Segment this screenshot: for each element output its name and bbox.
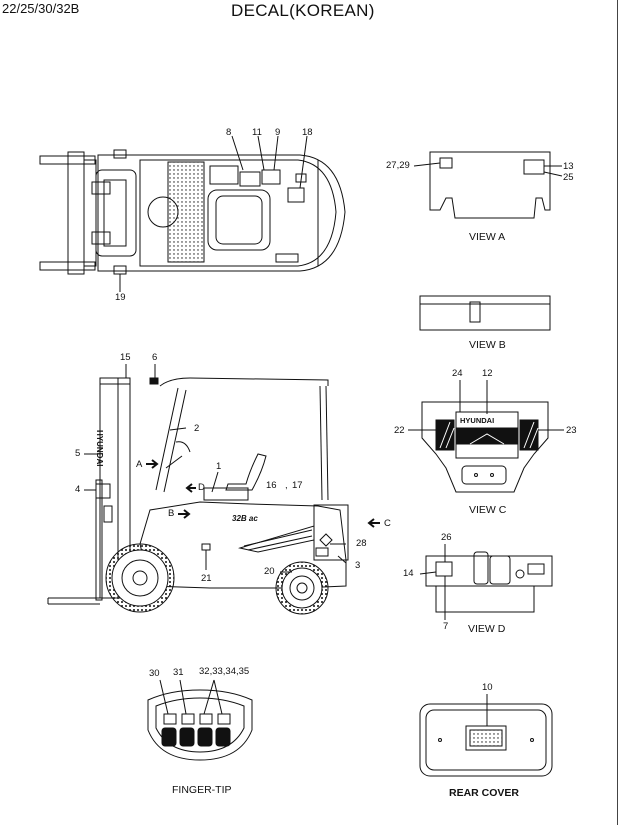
callout-6: 6 bbox=[152, 352, 158, 363]
callout-22: 22 bbox=[394, 425, 405, 436]
rear-cover-drawing bbox=[419, 694, 553, 777]
arrow-label-d: D bbox=[198, 482, 205, 493]
rear-cover-caption: REAR COVER bbox=[449, 787, 520, 799]
arrow-label-c: C bbox=[384, 518, 391, 529]
finger-tip-caption: FINGER-TIP bbox=[172, 784, 232, 796]
callout-23: 23 bbox=[566, 425, 577, 436]
view-a-caption: VIEW A bbox=[469, 231, 506, 243]
callout-13: 13 bbox=[563, 161, 574, 172]
side-view-drawing bbox=[47, 364, 380, 615]
view-c-brand: HYUNDAI bbox=[460, 416, 495, 425]
model-number: 22/25/30/32B bbox=[2, 1, 80, 16]
callout-28: 28 bbox=[356, 538, 367, 549]
callout-15: 15 bbox=[120, 352, 131, 363]
callout-9: 9 bbox=[275, 127, 281, 138]
model-badge: 32B ac bbox=[232, 514, 258, 523]
callout-10: 10 bbox=[482, 682, 493, 693]
callout-25: 25 bbox=[563, 172, 574, 183]
mast-decal-text: HYUNDAI bbox=[95, 430, 104, 467]
callout-4: 4 bbox=[75, 484, 81, 495]
page-title: DECAL(KOREAN) bbox=[231, 1, 375, 20]
view-d-drawing bbox=[419, 544, 553, 620]
callout-30: 30 bbox=[149, 668, 160, 679]
callout-5: 5 bbox=[75, 448, 81, 459]
callout-16: 16 bbox=[266, 480, 277, 491]
top-view-drawing bbox=[39, 135, 346, 292]
view-d-caption: VIEW D bbox=[468, 623, 506, 635]
view-c-drawing bbox=[408, 380, 564, 493]
callout-24: 24 bbox=[452, 368, 463, 379]
callout-14: 14 bbox=[403, 568, 414, 579]
callout-21: 21 bbox=[201, 573, 212, 584]
view-a-drawing bbox=[413, 151, 563, 219]
finger-tip-drawing bbox=[147, 679, 253, 761]
callout-1: 1 bbox=[216, 461, 222, 472]
arrow-label-b: B bbox=[168, 508, 175, 519]
callout-26: 26 bbox=[441, 532, 452, 543]
callout-18: 18 bbox=[302, 127, 313, 138]
callout-2: 2 bbox=[194, 423, 200, 434]
callout-20: 20 bbox=[264, 566, 275, 577]
callout-32-35: 32,33,34,35 bbox=[199, 666, 250, 677]
view-b-drawing bbox=[419, 295, 551, 331]
callout-31: 31 bbox=[173, 667, 184, 678]
callout-19: 19 bbox=[115, 292, 126, 303]
callout-11: 11 bbox=[252, 127, 262, 138]
callout-comma: , bbox=[285, 480, 288, 491]
callout-27-29: 27,29 bbox=[386, 160, 410, 171]
view-b-caption: VIEW B bbox=[469, 339, 506, 351]
callout-17: 17 bbox=[292, 480, 303, 491]
callout-8: 8 bbox=[226, 127, 232, 138]
arrow-label-a: A bbox=[136, 459, 143, 470]
callout-3: 3 bbox=[355, 560, 361, 571]
callout-7: 7 bbox=[443, 621, 449, 632]
callout-12: 12 bbox=[482, 368, 493, 379]
view-c-caption: VIEW C bbox=[469, 504, 507, 516]
